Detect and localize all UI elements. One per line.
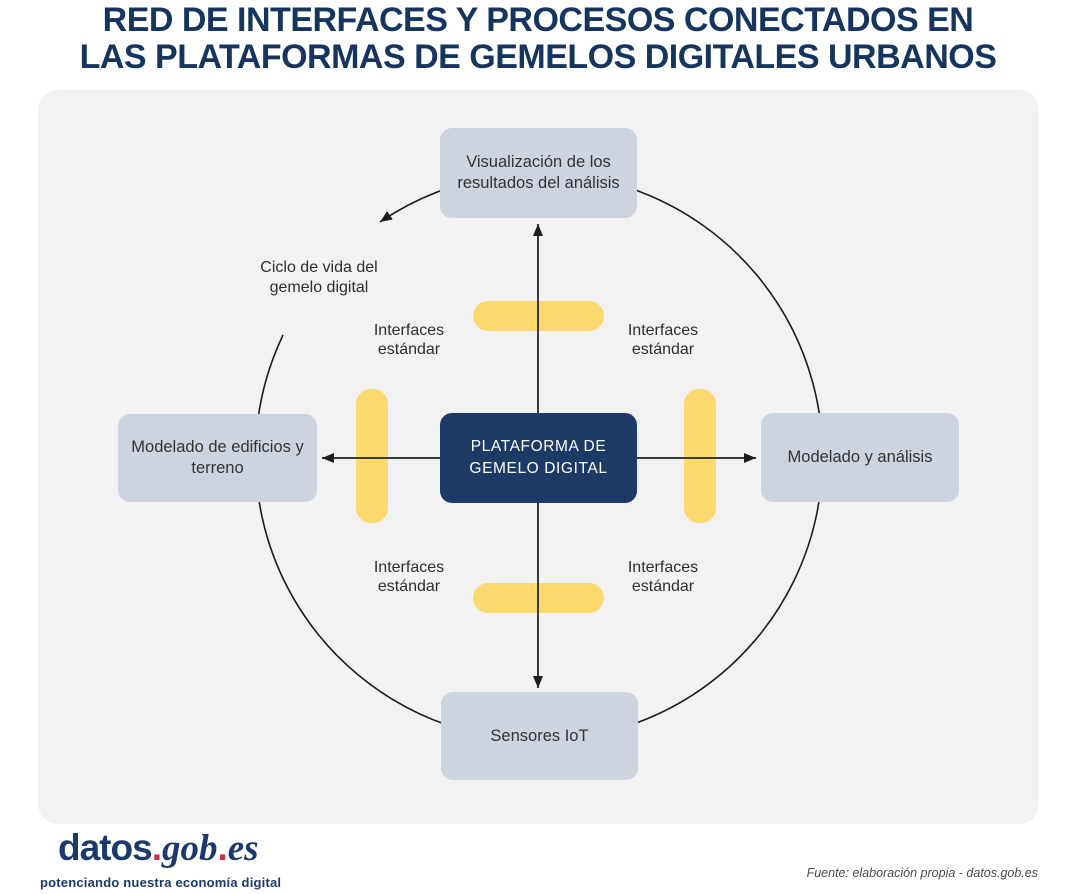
interface-label-bottom-left: Interfaces estándar xyxy=(373,559,445,595)
logo-gob: gob xyxy=(161,828,218,869)
node-plataforma-central-label: PLATAFORMA DE GEMELO DIGITAL xyxy=(469,438,608,477)
source-credit: Fuente: elaboración propia - datos.gob.e… xyxy=(806,866,1038,880)
page-title-line2: LAS PLATAFORMAS DE GEMELOS DIGITALES URB… xyxy=(79,38,997,76)
interface-bar-left xyxy=(356,389,388,523)
page-title-line1: RED DE INTERFACES Y PROCESOS CONECTADOS … xyxy=(102,1,974,39)
node-visualizacion: Visualización de los resultados del anál… xyxy=(440,128,637,218)
logo-datos: datos xyxy=(58,827,153,868)
logo-tagline: potenciando nuestra economía digital xyxy=(40,875,282,890)
lifecycle-label: Ciclo de vida del gemelo digital xyxy=(260,259,378,296)
node-plataforma-central: PLATAFORMA DE GEMELO DIGITAL xyxy=(440,413,637,503)
node-visualizacion-label: Visualización de los resultados del anál… xyxy=(457,153,620,192)
interface-bar-bottom xyxy=(473,583,604,613)
node-modelado-analisis: Modelado y análisis xyxy=(761,413,959,502)
interface-label-top-right: Interfaces estándar xyxy=(627,322,699,358)
interface-bar-top xyxy=(473,301,604,331)
node-sensores-iot-label: Sensores IoT xyxy=(490,726,589,745)
node-modelado-edificios: Modelado de edificios y terreno xyxy=(118,414,317,502)
logo-dot-1: . xyxy=(151,827,162,868)
logo-dot-2: . xyxy=(217,827,228,868)
interface-label-top-left: Interfaces estándar xyxy=(373,322,445,358)
interface-label-bottom-right: Interfaces estándar xyxy=(627,559,699,595)
datos-gob-es-logo: datos.gob.es xyxy=(58,828,259,869)
node-sensores-iot: Sensores IoT xyxy=(441,692,638,780)
page-title: RED DE INTERFACES Y PROCESOS CONECTADOS … xyxy=(0,0,1076,76)
node-modelado-edificios-label: Modelado de edificios y terreno xyxy=(131,438,304,477)
node-modelado-analisis-label: Modelado y análisis xyxy=(787,448,933,466)
interface-bar-right xyxy=(684,389,716,523)
logo-es: es xyxy=(227,828,259,869)
